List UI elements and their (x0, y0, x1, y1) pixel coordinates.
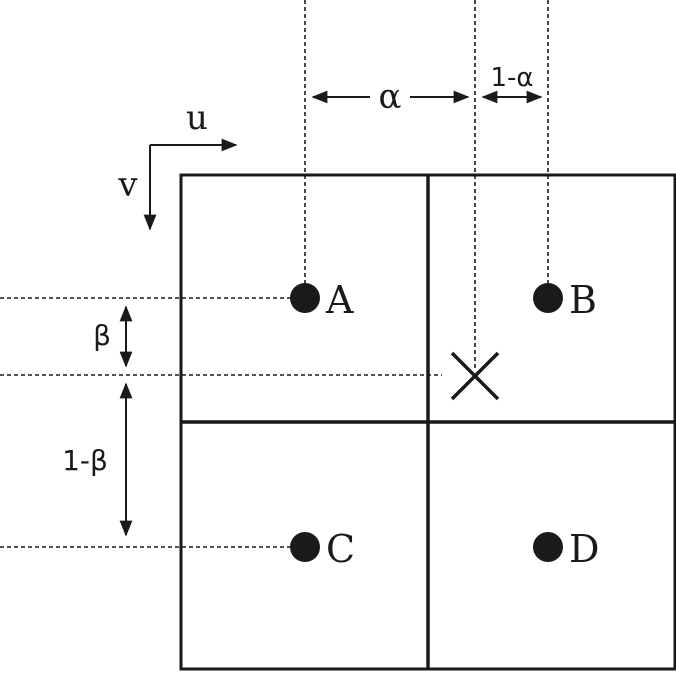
point-d-label: D (569, 527, 599, 571)
point-a-label: A (325, 278, 354, 322)
point-a-dot (290, 283, 320, 313)
beta-label: β (93, 319, 111, 352)
axis-v-label: v (117, 165, 138, 205)
point-b-dot (533, 283, 563, 313)
point-b-label: B (569, 278, 597, 322)
point-c-dot (290, 532, 320, 562)
point-c-label: C (326, 527, 355, 571)
one-minus-beta-label: 1-β (62, 444, 108, 477)
one-minus-alpha-label: 1-α (490, 63, 533, 93)
alpha-label: α (379, 77, 402, 117)
point-d-dot (533, 532, 563, 562)
axis-u-label: u (186, 98, 208, 138)
